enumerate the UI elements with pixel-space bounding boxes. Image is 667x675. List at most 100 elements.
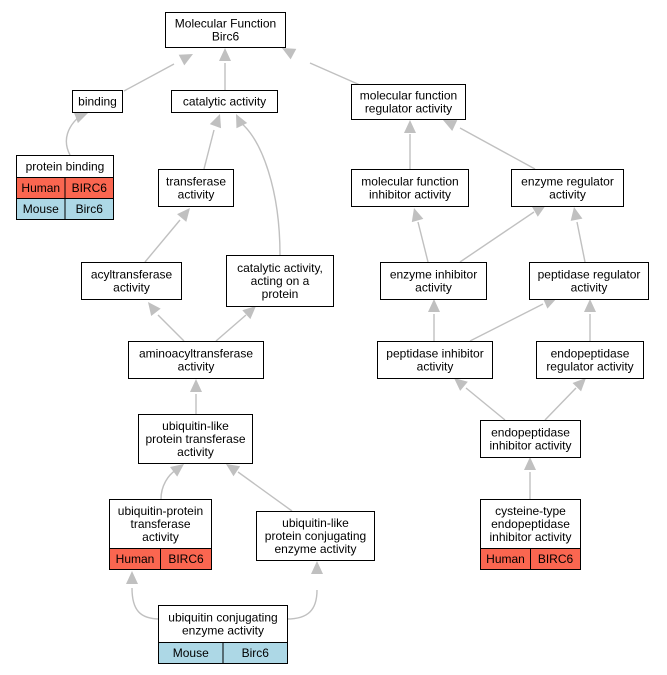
edge-aminoacyl-to-cat_protein (215, 306, 256, 342)
node-box (256, 511, 375, 561)
edge-line (544, 387, 577, 421)
node-box (109, 499, 212, 549)
edge-ubl_transfer-to-aminoacyl (190, 379, 202, 414)
node-label-line: molecular function (360, 89, 457, 103)
node-box (165, 12, 286, 48)
edge-line (459, 211, 535, 263)
go-term-node-binding[interactable]: binding (72, 90, 123, 113)
node-label-line: regulator activity (365, 102, 452, 116)
edge-line (144, 219, 181, 263)
edge-arrowhead (311, 561, 323, 574)
edge-cys_endopepinh-to-endopepinh (524, 457, 536, 499)
node-label-line: Birc6 (212, 30, 240, 44)
node-label-line: inhibitor activity (489, 530, 571, 544)
species-label: Mouse (23, 202, 59, 216)
edge-arrowhead (177, 208, 190, 222)
node-label-line: transferase (166, 175, 226, 189)
edge-ubl_conj-to-ubl_transfer (226, 464, 293, 512)
node-label-line: aminoacyltransferase (139, 347, 253, 361)
node-label-line: protein transferase (145, 432, 245, 446)
gene-label: Birc6 (242, 646, 270, 660)
node-label-line: enzyme activity (274, 542, 356, 556)
edge-enzinh-to-enzreg (459, 205, 546, 263)
node-label-line: endopeptidase (491, 426, 570, 440)
node-box (351, 169, 469, 207)
gene-label: BIRC6 (72, 181, 108, 195)
edge-line (160, 469, 177, 500)
edge-arrowhead (236, 114, 248, 129)
edge-ub_conj-to-ub_protein_transfer (126, 571, 161, 620)
node-label-line: inhibitor activity (369, 188, 451, 202)
node-label-line: acting on a (251, 274, 310, 288)
node-label-line: ubiquitin-like (282, 516, 349, 530)
gene-cell (160, 548, 212, 570)
edge-ub_protein_transfer-to-ubl_transfer (160, 464, 184, 500)
species-label: Mouse (173, 646, 209, 660)
node-label-line: activity (415, 281, 452, 295)
node-label-line: catalytic activity (183, 95, 266, 109)
edge-arrowhead (531, 205, 546, 217)
edge-line (286, 589, 318, 620)
node-label-line: ubiquitin-like (162, 419, 229, 433)
edge-line (459, 127, 536, 170)
edge-line (469, 303, 544, 342)
species-label: Human (486, 552, 525, 566)
edge-pepreg-to-enzreg (570, 207, 586, 263)
gene-cell (222, 642, 288, 664)
node-box (158, 169, 234, 207)
edge-arrowhead (282, 48, 297, 60)
node-label-line: enzyme activity (182, 624, 264, 638)
edge-line (123, 63, 175, 92)
gene-label: BIRC6 (168, 552, 204, 566)
node-box (480, 420, 581, 458)
node-label-line: activity (549, 188, 586, 202)
edge-endopepinh-to-endopepreg (544, 378, 586, 421)
edge-pepinh-to-enzinh (428, 299, 440, 341)
node-label-line: binding (78, 95, 117, 109)
edge-mfreg-to-mf_root (282, 48, 361, 86)
edge-arrowhead (242, 306, 256, 320)
node-box (226, 255, 334, 307)
edge-arrowhead (411, 208, 424, 223)
node-label-line: ubiquitin conjugating (168, 611, 277, 625)
node-box (128, 341, 264, 379)
edge-line (237, 471, 293, 512)
edges-layer (65, 48, 596, 620)
go-term-node-catalytic[interactable]: catalytic activity (171, 90, 278, 113)
node-box (380, 262, 487, 300)
node-label-line: activity (178, 188, 215, 202)
go-term-node-ub_protein_transfer[interactable]: ubiquitin-proteintransferaseactivityHuma… (109, 499, 212, 570)
node-label-line: protein (262, 287, 299, 301)
gene-cell (530, 548, 581, 570)
edge-arrowhead (178, 54, 193, 66)
node-label-line: endopeptidase (551, 347, 630, 361)
edge-arrowhead (572, 378, 586, 392)
edge-line (157, 314, 185, 342)
edge-arrowhead (524, 457, 536, 470)
edge-pepinh-to-pepreg (469, 297, 557, 342)
edge-transferase-to-catalytic (203, 114, 222, 170)
node-box (480, 499, 581, 549)
